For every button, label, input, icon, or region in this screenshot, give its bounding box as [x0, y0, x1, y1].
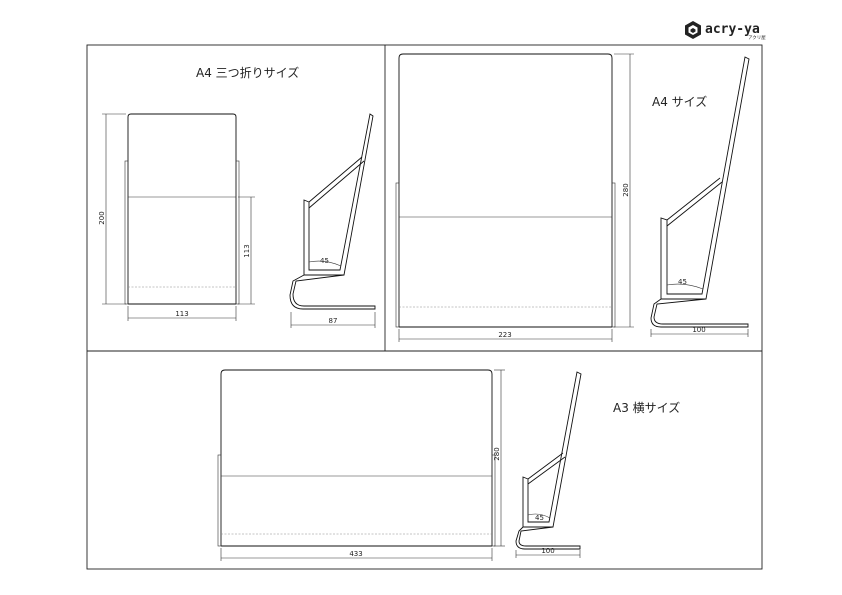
panel-title: A3 横サイズ [613, 400, 680, 415]
dimension-depth: 100 [650, 326, 749, 337]
dimension-label: 280 [622, 183, 630, 196]
front-view [124, 113, 240, 305]
panel-a3-landscape: A3 横サイズ 280 433 45 [217, 369, 680, 561]
drawing-frame [86, 44, 763, 570]
brand-logo: acry-ya アクリ屋 [685, 21, 766, 41]
dimension-label: 223 [498, 331, 511, 339]
dimension-depth: 100 [515, 547, 581, 558]
dimension-label: 113 [243, 244, 251, 257]
dimension-label: 433 [349, 550, 362, 558]
side-view: 45 [289, 113, 376, 310]
dimension-label: 280 [493, 447, 501, 460]
dimension-pocket-height: 113 [238, 196, 255, 305]
dimension-label: 200 [98, 211, 106, 224]
brand-subname: アクリ屋 [748, 35, 766, 41]
angle-label: 45 [535, 514, 544, 522]
dimension-width: 223 [398, 329, 613, 342]
dimension-height: 200 [98, 113, 126, 305]
angle-label: 45 [678, 278, 687, 286]
dimension-depth: 87 [290, 312, 376, 328]
panel-title: A4 サイズ [652, 94, 707, 109]
angle-label: 45 [320, 257, 329, 265]
dimension-height: 280 [493, 369, 505, 547]
front-view [217, 369, 496, 547]
dimension-label: 113 [175, 310, 188, 318]
side-view: 45 [650, 56, 750, 328]
brand-name: acry-ya [705, 22, 760, 37]
panel-a4-trifold: A4 三つ折りサイズ 200 113 113 [98, 65, 376, 328]
dimension-height: 280 [614, 53, 634, 328]
dimension-label: 100 [541, 547, 554, 555]
panel-title: A4 三つ折りサイズ [196, 65, 299, 80]
dimension-width: 113 [127, 306, 237, 321]
dimension-label: 87 [329, 317, 338, 325]
dimension-label: 100 [692, 326, 705, 334]
side-view: 45 [515, 371, 582, 550]
panel-a4: A4 サイズ 280 223 45 [395, 53, 750, 342]
dimension-width: 433 [220, 548, 493, 561]
front-view [395, 53, 616, 328]
